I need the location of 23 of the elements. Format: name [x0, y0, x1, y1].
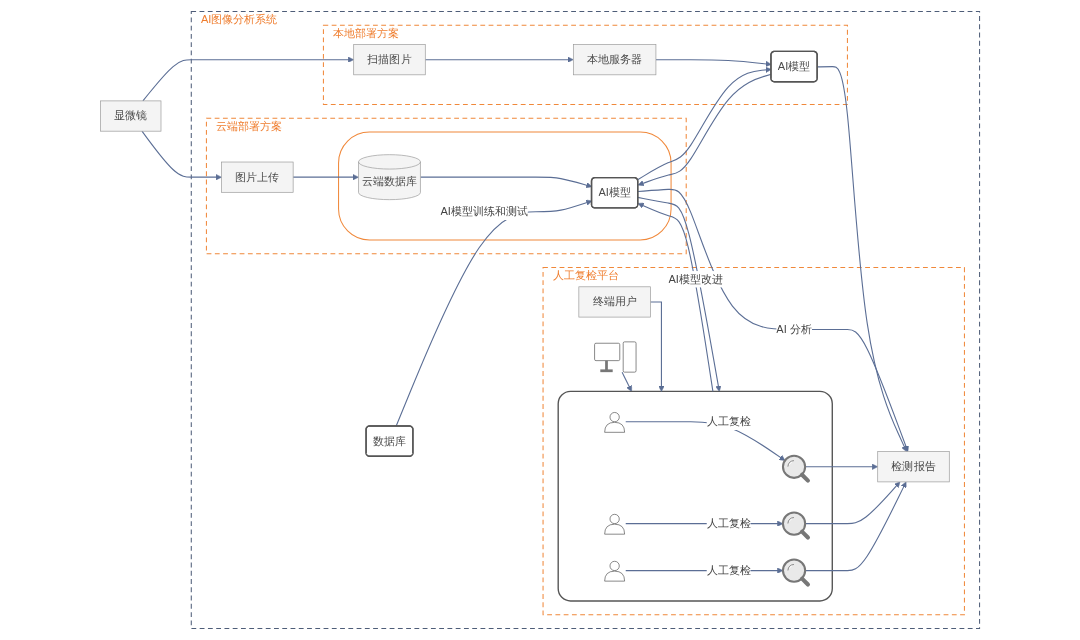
- arrow: [292, 174, 359, 181]
- node-box: 检测报告: [877, 451, 950, 483]
- arrow: [424, 56, 574, 63]
- arrow: [649, 301, 665, 392]
- cluster: [557, 390, 833, 602]
- edge-label: 人工复检: [706, 517, 751, 530]
- arrow: [141, 130, 222, 181]
- edge-label: 人工复检: [706, 415, 751, 428]
- node-box: 扫描图片: [353, 44, 426, 76]
- edge-label: 人工复检: [706, 564, 751, 577]
- edge-label: AI模型改进: [668, 273, 723, 285]
- edge-label: AI 分析: [776, 323, 812, 335]
- arrow: [637, 188, 909, 452]
- node-box: 显微镜: [100, 100, 162, 132]
- edge-label: AI模型训练和测试: [440, 205, 528, 218]
- node-box: 图片上传: [221, 161, 294, 193]
- arrow: [621, 371, 632, 392]
- arrow: [804, 463, 878, 470]
- arrow: [804, 481, 907, 572]
- node-box: 终端用户: [578, 286, 651, 318]
- node-box: 本地服务器: [573, 44, 657, 76]
- arrow: [142, 56, 354, 102]
- arrow: [804, 481, 901, 525]
